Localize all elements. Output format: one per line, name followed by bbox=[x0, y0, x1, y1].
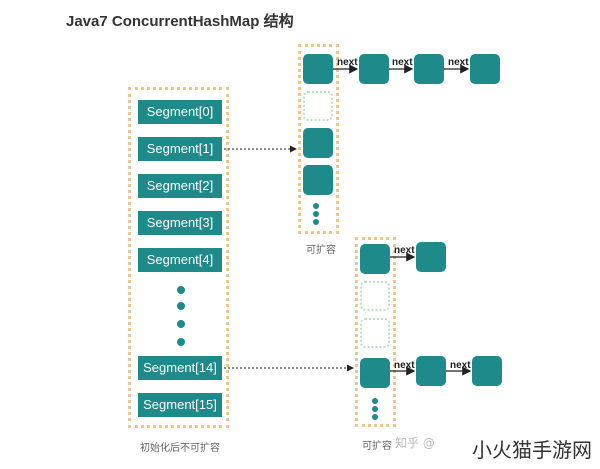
table2-slot-0 bbox=[360, 244, 390, 274]
chain1-node-1 bbox=[359, 54, 389, 84]
next-label: next bbox=[394, 245, 415, 256]
ellipsis-dot bbox=[177, 320, 185, 328]
table1-slot-0 bbox=[303, 54, 333, 84]
chain3-node-2 bbox=[472, 356, 502, 386]
segment-2: Segment[2] bbox=[138, 174, 222, 198]
diagram-title: Java7 ConcurrentHashMap 结构 bbox=[66, 13, 294, 30]
chain1-node-2 bbox=[414, 54, 444, 84]
table1-slot-2 bbox=[303, 128, 333, 158]
next-label: next bbox=[394, 360, 415, 371]
table1-caption: 可扩容 bbox=[306, 245, 336, 256]
next-label: next bbox=[392, 57, 413, 68]
hash-table-1 bbox=[298, 44, 339, 234]
segment-array bbox=[128, 87, 229, 428]
segment-4: Segment[4] bbox=[138, 248, 222, 272]
ellipsis-dot bbox=[313, 219, 319, 225]
ellipsis-dot bbox=[372, 414, 378, 420]
table2-slot-empty bbox=[360, 318, 390, 348]
segment-3: Segment[3] bbox=[138, 211, 222, 235]
ellipsis-dot bbox=[313, 211, 319, 217]
table1-slot-empty bbox=[303, 91, 333, 121]
next-label: next bbox=[448, 57, 469, 68]
watermark: 小火猫手游网 bbox=[472, 438, 592, 462]
segment-14: Segment[14] bbox=[138, 356, 222, 380]
next-label: next bbox=[450, 360, 471, 371]
ellipsis-dot bbox=[372, 398, 378, 404]
table1-slot-3 bbox=[303, 165, 333, 195]
chain3-node-1 bbox=[416, 356, 446, 386]
ellipsis-dot bbox=[313, 203, 319, 209]
ellipsis-dot bbox=[372, 406, 378, 412]
chain2-node-1 bbox=[416, 242, 446, 272]
table2-caption: 可扩容 bbox=[362, 441, 392, 452]
ellipsis-dot bbox=[177, 286, 185, 294]
segments-caption: 初始化后不可扩容 bbox=[140, 443, 220, 454]
hash-table-2 bbox=[355, 237, 396, 427]
watermark-source: 知乎 @ bbox=[395, 436, 435, 450]
segment-1: Segment[1] bbox=[138, 137, 222, 161]
ellipsis-dot bbox=[177, 338, 185, 346]
chain1-node-3 bbox=[470, 54, 500, 84]
next-label: next bbox=[337, 57, 358, 68]
table2-slot-empty bbox=[360, 281, 390, 311]
segment-0: Segment[0] bbox=[138, 100, 222, 124]
table2-slot-3 bbox=[360, 358, 390, 388]
segment-15: Segment[15] bbox=[138, 393, 222, 417]
ellipsis-dot bbox=[177, 302, 185, 310]
